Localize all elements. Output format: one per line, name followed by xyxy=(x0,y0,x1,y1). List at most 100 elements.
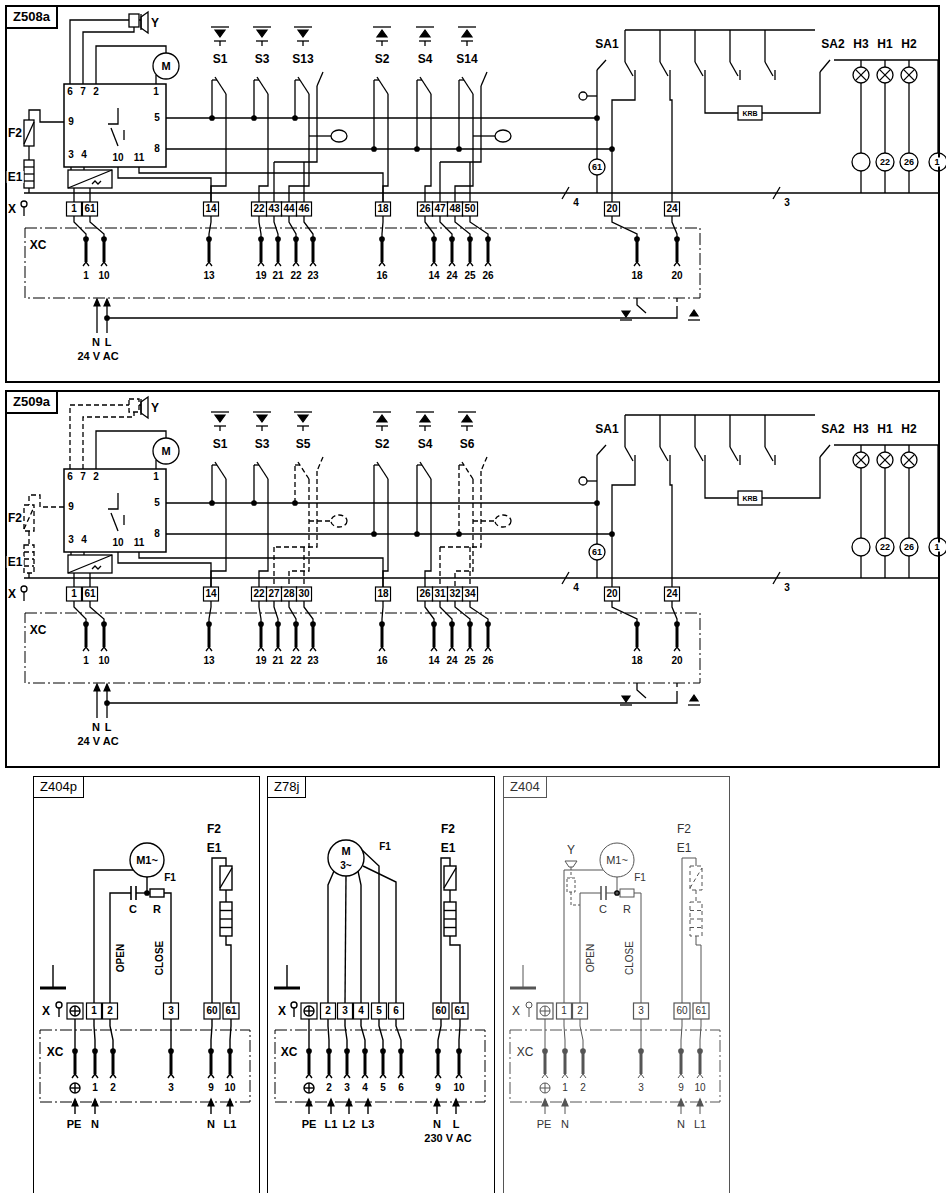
pin-number: 18 xyxy=(630,656,643,666)
wire xyxy=(729,415,730,447)
cam-symbol xyxy=(298,30,308,37)
wire xyxy=(211,80,212,118)
wire xyxy=(373,465,374,534)
wire xyxy=(455,94,473,202)
pin-head xyxy=(635,622,639,626)
terminal-box xyxy=(321,1003,336,1019)
wire xyxy=(211,26,229,27)
wire xyxy=(765,62,773,76)
pin-head xyxy=(102,237,106,241)
pin-number: 4 xyxy=(80,535,88,545)
component-label: F1 xyxy=(378,842,392,852)
wire xyxy=(624,30,625,62)
wire xyxy=(373,80,374,149)
wire xyxy=(303,162,304,202)
terminal-box xyxy=(433,1003,449,1019)
wire xyxy=(96,689,97,718)
pin-number: 20 xyxy=(670,271,683,281)
wire xyxy=(74,1006,75,1016)
pin-number: 4 xyxy=(357,1006,365,1016)
component-label: S4 xyxy=(417,53,434,65)
component-label: L3 xyxy=(361,1119,376,1130)
wire xyxy=(676,683,677,687)
wire xyxy=(96,304,97,333)
ground-symbol xyxy=(510,987,536,990)
connector-pin xyxy=(582,1052,585,1074)
wire xyxy=(820,445,830,457)
cam-symbol xyxy=(420,415,430,422)
wire xyxy=(860,556,861,578)
wire xyxy=(438,1019,441,1050)
cam-symbol xyxy=(462,415,472,422)
wire xyxy=(416,411,434,412)
pin-number: 24 xyxy=(665,204,678,214)
wire xyxy=(481,72,487,86)
control-wiring xyxy=(21,397,946,718)
wire xyxy=(416,465,417,534)
pin-head xyxy=(169,1049,173,1053)
pin-number: 1 xyxy=(91,1083,99,1093)
wire xyxy=(220,927,232,928)
pin-head xyxy=(486,622,490,626)
wire xyxy=(587,95,597,96)
connector-pin xyxy=(364,1052,367,1074)
wire xyxy=(96,431,166,469)
wire xyxy=(209,601,211,623)
connector-pin xyxy=(85,625,88,647)
wire xyxy=(580,1019,583,1050)
wire xyxy=(672,216,677,238)
cam-symbol xyxy=(420,30,430,37)
wire xyxy=(820,60,830,72)
junction-dot xyxy=(415,147,419,151)
component-label: M xyxy=(340,846,351,857)
lamp-symbol xyxy=(877,452,893,468)
wire xyxy=(381,41,382,46)
wire xyxy=(690,868,702,888)
wire xyxy=(625,414,815,415)
wire xyxy=(860,445,861,452)
wire xyxy=(660,447,668,461)
wire xyxy=(860,468,861,538)
wire xyxy=(111,513,118,531)
terminal-box xyxy=(433,587,448,601)
wire xyxy=(308,1006,309,1016)
component-label: N xyxy=(90,1119,100,1130)
wire xyxy=(381,426,382,431)
wire xyxy=(363,866,396,1003)
cam-symbol xyxy=(257,415,267,422)
wire xyxy=(273,547,274,587)
wire xyxy=(455,479,473,587)
terminal-box xyxy=(418,587,433,601)
component-label: E1 xyxy=(7,556,24,568)
component-label: S2 xyxy=(374,53,391,65)
pin-number: 1 xyxy=(70,589,78,599)
arrow-head xyxy=(453,1099,459,1106)
wire xyxy=(253,465,254,503)
junction-dot xyxy=(145,891,149,895)
wire xyxy=(670,465,672,587)
component-label: M xyxy=(160,446,171,457)
component-label: OPEN xyxy=(586,943,596,973)
wire xyxy=(302,41,303,46)
connector-pin xyxy=(433,240,436,262)
wire xyxy=(634,647,640,651)
wire xyxy=(83,27,134,84)
wire xyxy=(294,80,295,118)
component-label: F2 xyxy=(7,127,23,139)
pin-number: 3 xyxy=(167,1006,175,1016)
pin-number: 9 xyxy=(434,1083,442,1093)
connector-pin xyxy=(103,625,106,647)
lamp-symbol xyxy=(901,452,917,468)
wire xyxy=(70,20,129,84)
component-label: F2 xyxy=(676,823,692,835)
wire xyxy=(166,117,597,118)
wire xyxy=(289,94,309,202)
component-label: XC xyxy=(29,239,48,251)
wire xyxy=(424,41,425,46)
wire-number-circle xyxy=(876,153,894,171)
component-label: S2 xyxy=(374,438,391,450)
arrow-head xyxy=(434,1099,440,1106)
pin-number: 3 xyxy=(783,583,791,593)
wire xyxy=(24,551,34,552)
wire xyxy=(678,1074,684,1078)
